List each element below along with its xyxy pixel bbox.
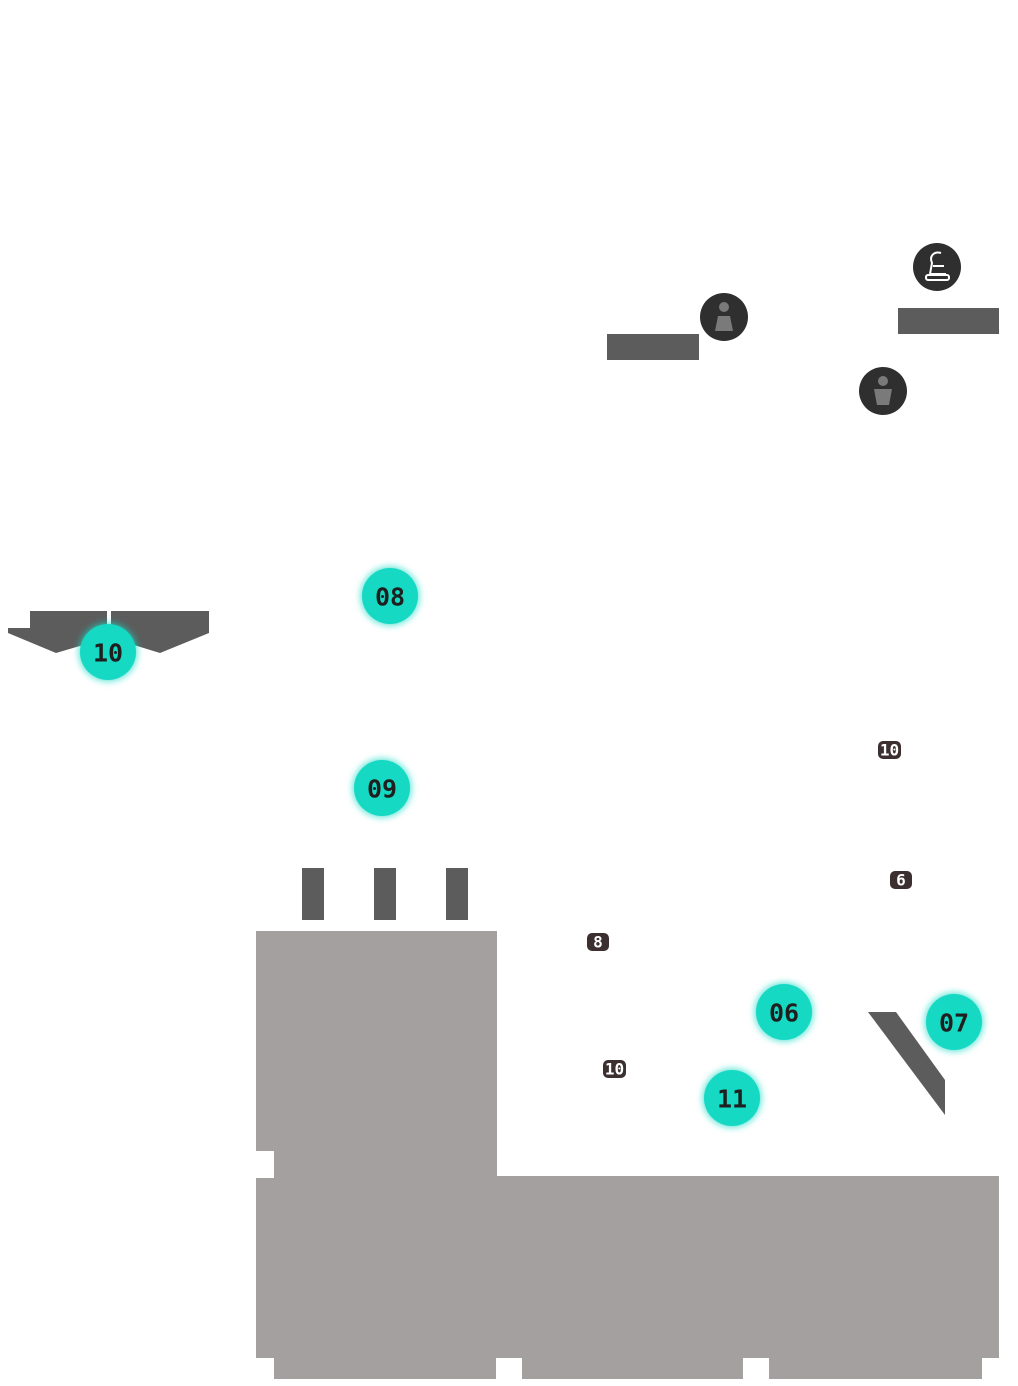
badge-10-center-label: 10 [605, 1060, 624, 1079]
marker-10[interactable]: 10 [80, 624, 136, 680]
badge-10-center[interactable]: 10 [603, 1060, 626, 1079]
marker-06-label: 06 [769, 999, 799, 1028]
badge-8-label: 8 [593, 933, 603, 952]
marker-08[interactable]: 08 [362, 568, 418, 624]
seat-icon[interactable] [913, 243, 961, 291]
marker-07[interactable]: 07 [926, 994, 982, 1050]
marker-11[interactable]: 11 [704, 1070, 760, 1126]
marker-06[interactable]: 06 [756, 984, 812, 1040]
diagonal-ramp [868, 1012, 945, 1115]
badge-10-right-label: 10 [880, 741, 899, 760]
pillar [446, 868, 468, 920]
wall-segment [898, 308, 999, 334]
marker-09[interactable]: 09 [354, 760, 410, 816]
building-footprint [256, 931, 999, 1379]
badge-6-label: 6 [896, 871, 906, 890]
pillar [374, 868, 396, 920]
marker-10-label: 10 [93, 639, 123, 668]
wall-segment [607, 334, 699, 360]
badge-6[interactable]: 6 [890, 871, 912, 890]
marker-09-label: 09 [367, 775, 397, 804]
marker-08-label: 08 [375, 583, 405, 612]
badge-8[interactable]: 8 [587, 933, 609, 952]
person-icon[interactable] [700, 293, 748, 341]
person-icon[interactable] [859, 367, 907, 415]
pillar [302, 868, 324, 920]
badge-10-right[interactable]: 10 [878, 741, 901, 760]
marker-07-label: 07 [939, 1009, 969, 1038]
marker-11-label: 11 [717, 1085, 747, 1114]
